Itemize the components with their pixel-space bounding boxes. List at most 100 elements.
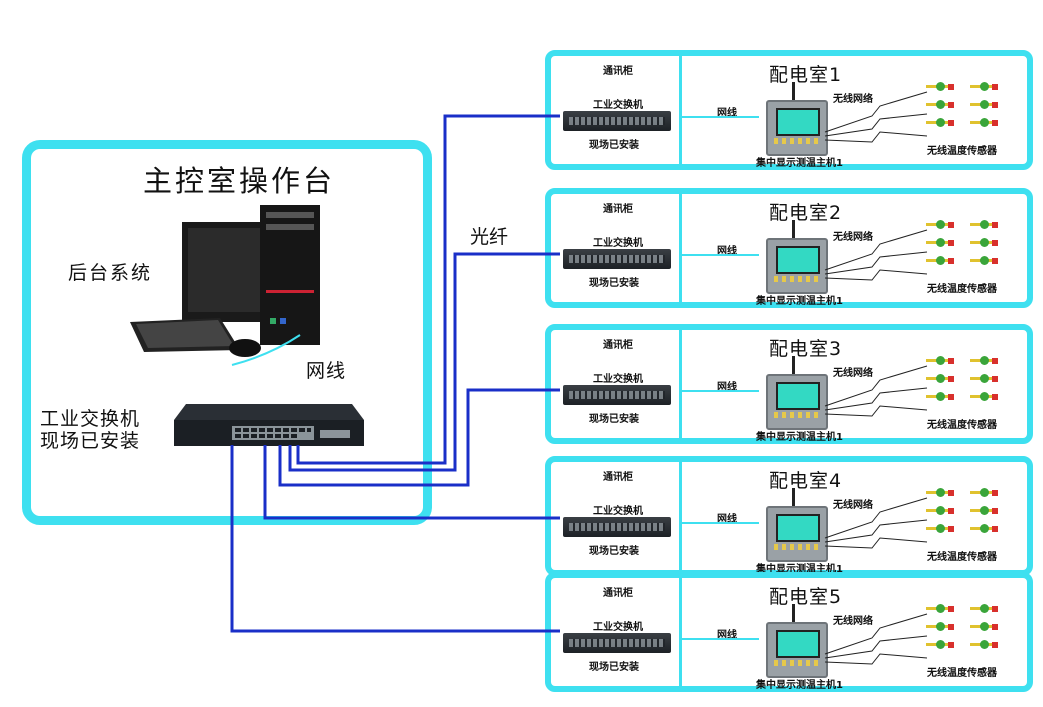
sensor-label: 无线温度传感器: [927, 552, 997, 563]
temperature-sensor-icon: [926, 604, 954, 614]
antenna-icon: [792, 220, 795, 240]
temperature-sensor-icon: [970, 524, 998, 534]
antenna-icon: [792, 488, 795, 508]
temperature-sensor-icon: [970, 488, 998, 498]
sensor-group-icon: [926, 82, 1012, 138]
antenna-icon: [792, 82, 795, 102]
distribution-room-1: 通讯柜 工业交换机 现场已安装 配电室1 网线 无线网络 集中显示测温主机1 无…: [545, 50, 1033, 170]
temperature-sensor-icon: [926, 82, 954, 92]
temperature-sensor-icon: [970, 356, 998, 366]
backend-system-label: 后台系统: [68, 262, 153, 284]
room-switch-icon: [563, 385, 671, 405]
cabinet-label: 通讯柜: [603, 204, 633, 215]
room-switch-icon: [563, 111, 671, 131]
distribution-room-3: 通讯柜 工业交换机 现场已安装 配电室3 网线 无线网络 集中显示测温主机1 无…: [545, 324, 1033, 444]
wireless-signal-icon: [824, 497, 928, 549]
distribution-room-4: 通讯柜 工业交换机 现场已安装 配电室4 网线 无线网络 集中显示测温主机1 无…: [545, 456, 1033, 576]
temperature-sensor-icon: [970, 82, 998, 92]
temperature-host-icon: [766, 506, 828, 562]
temperature-sensor-icon: [926, 622, 954, 632]
room-divider: [679, 462, 682, 570]
room-switch-icon: [563, 633, 671, 653]
room-switch-installed-label: 现场已安装: [589, 662, 639, 673]
room-divider: [679, 330, 682, 438]
temperature-sensor-icon: [926, 100, 954, 110]
temperature-sensor-icon: [970, 374, 998, 384]
room-switch-label: 工业交换机: [593, 374, 643, 385]
temperature-sensor-icon: [970, 640, 998, 650]
room-wire-label: 网线: [717, 630, 737, 641]
sensor-label: 无线温度传感器: [927, 284, 997, 295]
temperature-sensor-icon: [970, 118, 998, 128]
wireless-network-label: 无线网络: [833, 368, 873, 379]
temperature-host-icon: [766, 374, 828, 430]
temperature-sensor-icon: [970, 220, 998, 230]
wireless-signal-icon: [824, 613, 928, 665]
temperature-sensor-icon: [970, 604, 998, 614]
main-switch-label-line2: 现场已安装: [40, 430, 141, 452]
main-switch-label-line1: 工业交换机: [40, 408, 141, 430]
main-netline-label: 网线: [306, 360, 347, 382]
temperature-sensor-icon: [926, 356, 954, 366]
room-switch-installed-label: 现场已安装: [589, 546, 639, 557]
room-title: 配电室3: [769, 338, 843, 360]
main-switch-icon: [174, 404, 364, 446]
wireless-network-label: 无线网络: [833, 500, 873, 511]
fiber-label: 光纤: [470, 226, 509, 248]
sensor-label: 无线温度传感器: [927, 668, 997, 679]
temperature-sensor-icon: [926, 238, 954, 248]
wireless-signal-icon: [824, 229, 928, 281]
room-divider: [679, 194, 682, 302]
sensor-label: 无线温度传感器: [927, 420, 997, 431]
room-switch-installed-label: 现场已安装: [589, 414, 639, 425]
temperature-host-icon: [766, 238, 828, 294]
temperature-sensor-icon: [926, 640, 954, 650]
patch-cable: [679, 638, 759, 640]
wireless-network-label: 无线网络: [833, 232, 873, 243]
wireless-network-label: 无线网络: [833, 94, 873, 105]
sensor-group-icon: [926, 488, 1012, 544]
temperature-sensor-icon: [926, 488, 954, 498]
sensor-group-icon: [926, 220, 1012, 276]
temperature-sensor-icon: [926, 392, 954, 402]
room-title: 配电室5: [769, 586, 843, 608]
room-divider: [679, 578, 682, 686]
patch-cable: [679, 116, 759, 118]
sensor-group-icon: [926, 604, 1012, 660]
temperature-sensor-icon: [926, 524, 954, 534]
room-switch-installed-label: 现场已安装: [589, 140, 639, 151]
host-label: 集中显示测温主机1: [756, 564, 843, 575]
patch-cable: [679, 254, 759, 256]
patch-cable: [679, 522, 759, 524]
sensor-group-icon: [926, 356, 1012, 412]
distribution-room-5: 通讯柜 工业交换机 现场已安装 配电室5 网线 无线网络 集中显示测温主机1 无…: [545, 572, 1033, 692]
room-switch-label: 工业交换机: [593, 100, 643, 111]
cabinet-label: 通讯柜: [603, 472, 633, 483]
temperature-sensor-icon: [926, 118, 954, 128]
room-title: 配电室2: [769, 202, 843, 224]
temperature-sensor-icon: [970, 238, 998, 248]
antenna-icon: [792, 604, 795, 624]
room-switch-label: 工业交换机: [593, 506, 643, 517]
room-wire-label: 网线: [717, 246, 737, 257]
temperature-sensor-icon: [926, 256, 954, 266]
patch-cable: [679, 390, 759, 392]
temperature-sensor-icon: [970, 100, 998, 110]
host-label: 集中显示测温主机1: [756, 296, 843, 307]
host-label: 集中显示测温主机1: [756, 680, 843, 691]
cabinet-label: 通讯柜: [603, 66, 633, 77]
room-divider: [679, 56, 682, 164]
temperature-sensor-icon: [970, 622, 998, 632]
temperature-sensor-icon: [970, 392, 998, 402]
wireless-network-label: 无线网络: [833, 616, 873, 627]
antenna-icon: [792, 356, 795, 376]
room-switch-label: 工业交换机: [593, 238, 643, 249]
main-control-room-title: 主控室操作台: [143, 164, 336, 198]
room-wire-label: 网线: [717, 108, 737, 119]
room-wire-label: 网线: [717, 382, 737, 393]
cabinet-label: 通讯柜: [603, 340, 633, 351]
room-wire-label: 网线: [717, 514, 737, 525]
temperature-host-icon: [766, 622, 828, 678]
temperature-sensor-icon: [970, 256, 998, 266]
